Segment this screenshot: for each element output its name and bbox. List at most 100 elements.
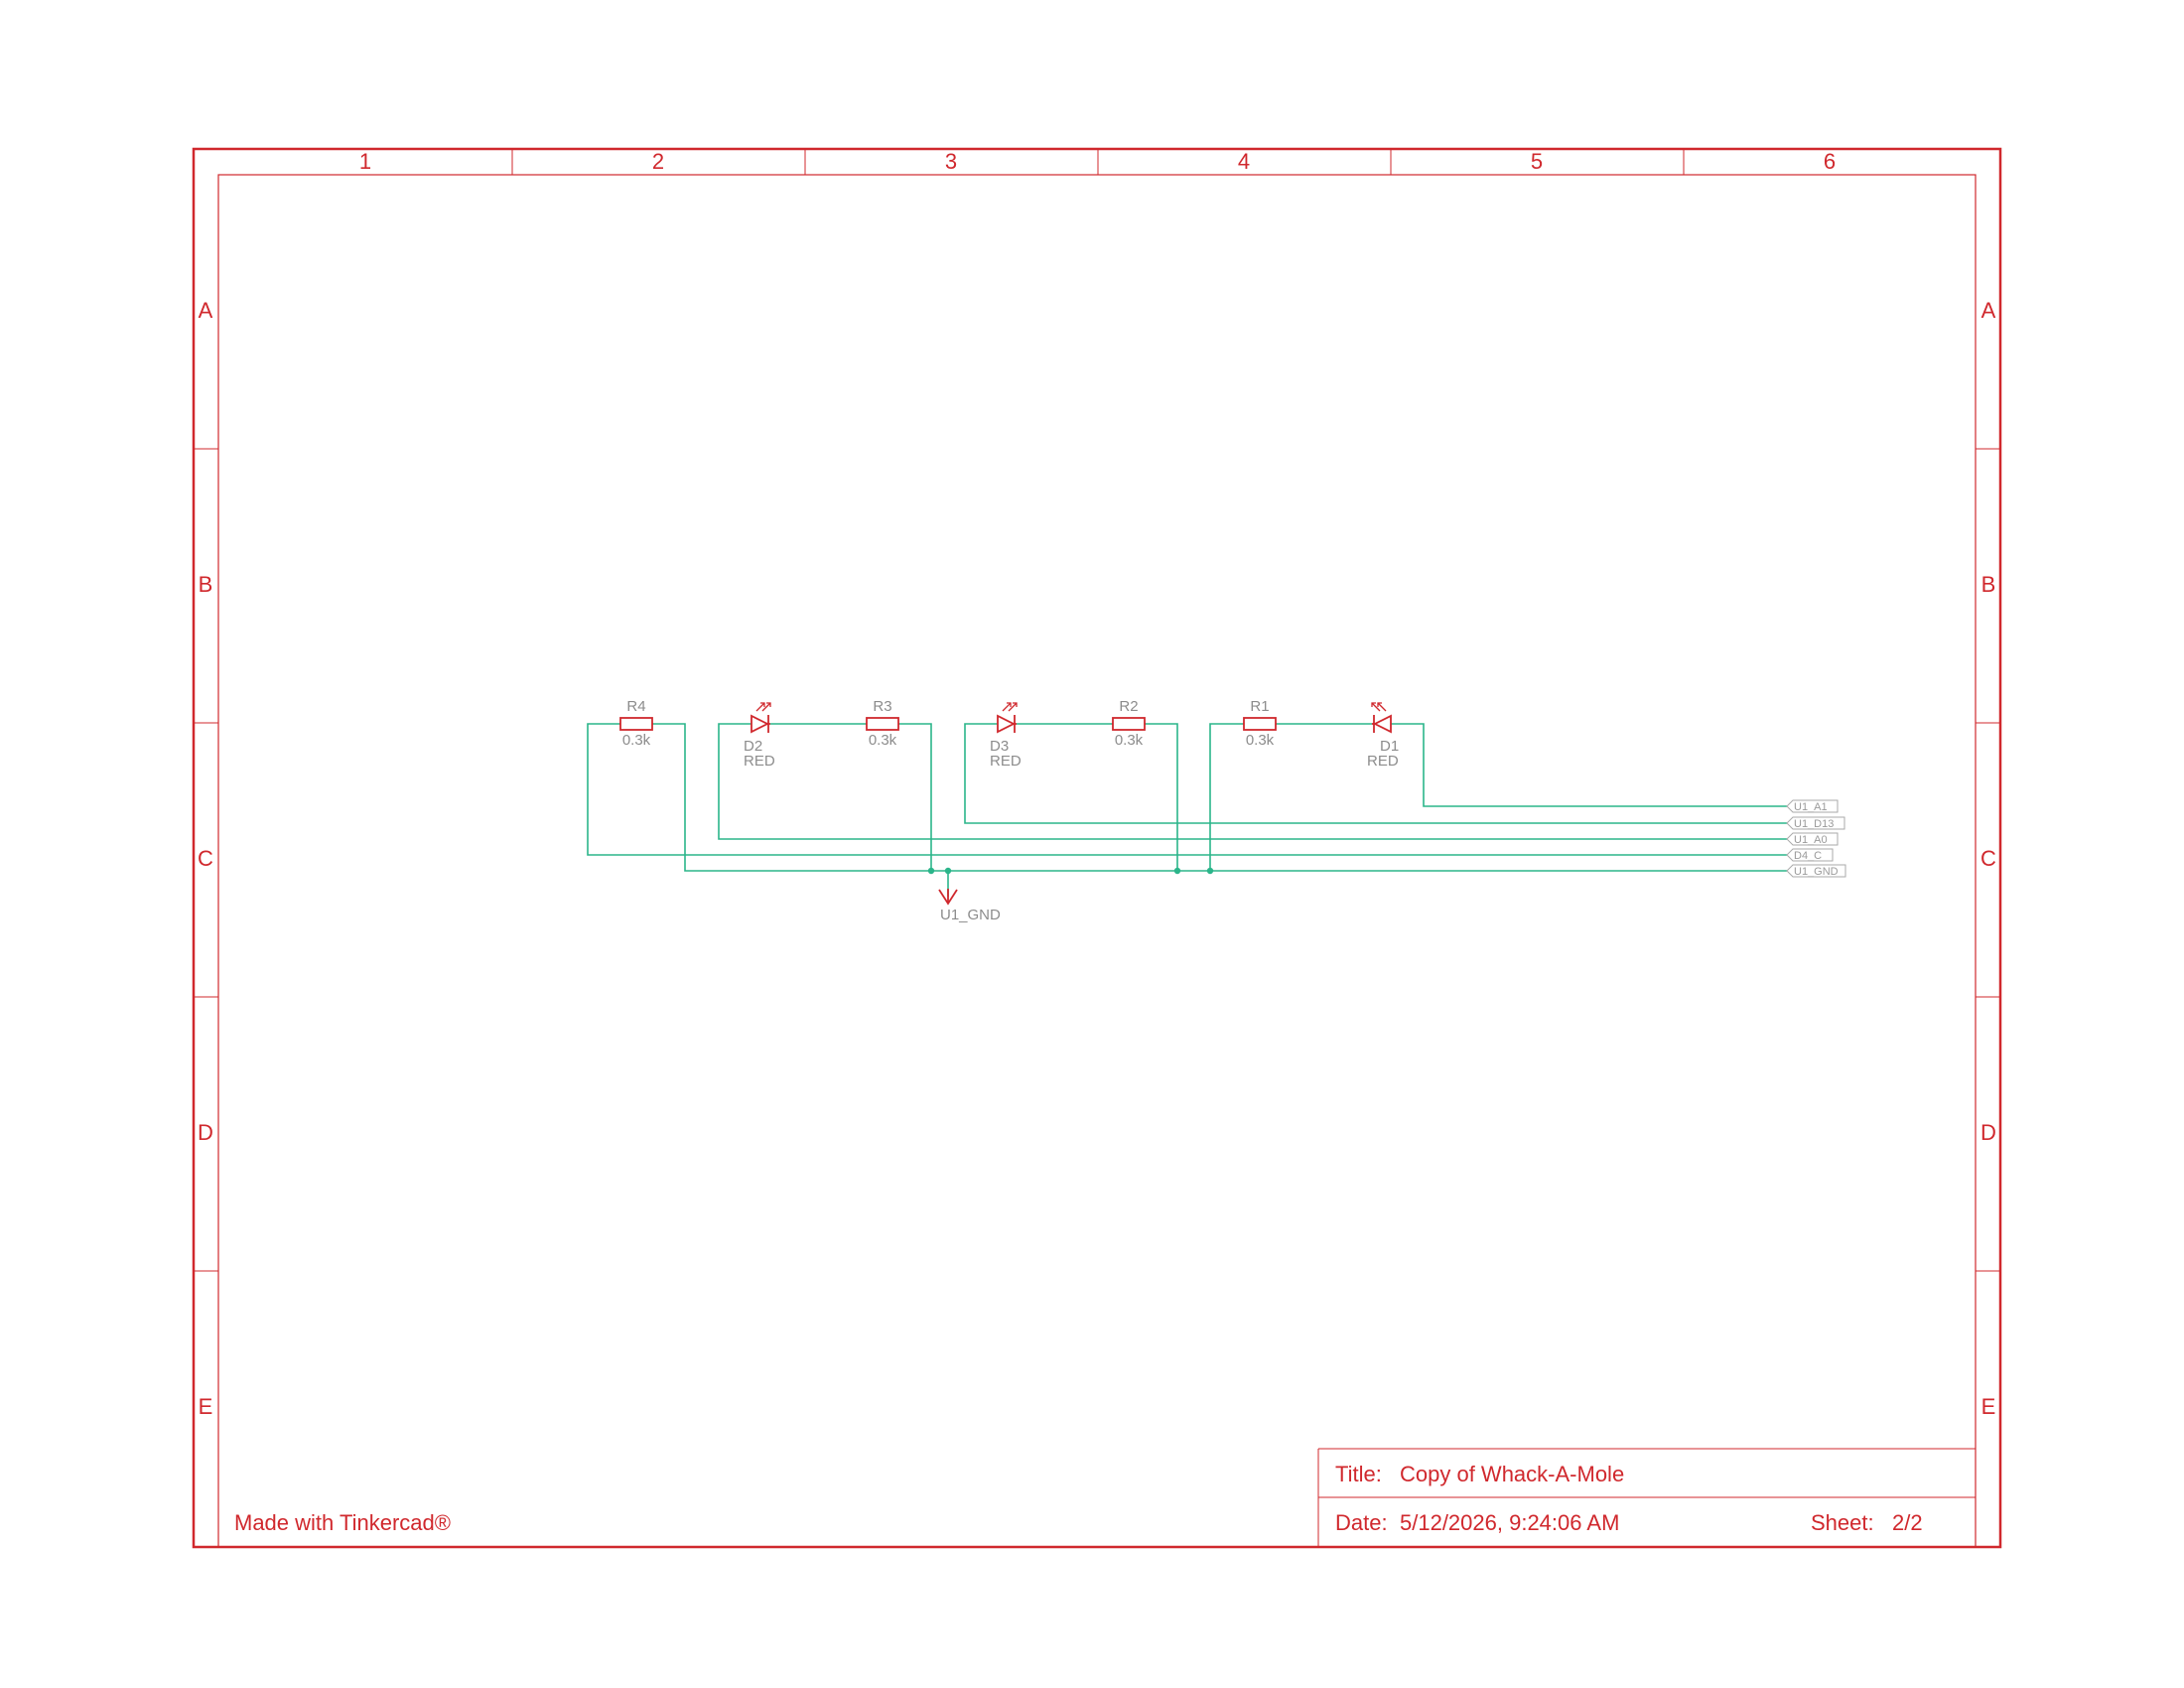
- leds: [751, 702, 1392, 734]
- led-icon: [1372, 714, 1392, 734]
- led-d2: [751, 702, 771, 734]
- wire-a0: [718, 723, 1787, 840]
- column-label: 5: [1531, 149, 1543, 174]
- column-labels: 1 2 3 4 5 6: [359, 149, 1836, 174]
- led-color: RED: [1367, 753, 1399, 770]
- column-label: 3: [945, 149, 957, 174]
- net-port: U1_GND: [1786, 864, 1846, 878]
- row-label: E: [199, 1394, 213, 1419]
- resistor-value: 0.3k: [622, 732, 651, 749]
- row-label: B: [199, 572, 213, 597]
- wire-r3-gnd: [899, 723, 932, 871]
- row-label: C: [198, 846, 213, 871]
- led-d3: [997, 702, 1018, 734]
- junctions: [927, 867, 1214, 875]
- resistor-r3: [866, 717, 899, 731]
- junction-dot: [1206, 867, 1214, 875]
- resistor-value: 0.3k: [869, 732, 897, 749]
- wire-a1: [1391, 723, 1787, 807]
- net-port-tag: [1786, 848, 1834, 862]
- net-port-tag: [1786, 816, 1845, 830]
- led-icon: [997, 714, 1017, 734]
- resistors: [619, 717, 1277, 731]
- resistor-ref: R1: [1250, 698, 1269, 715]
- outer-border: [192, 147, 2002, 1549]
- net-port-label: U1_GND: [1794, 866, 1839, 878]
- resistor-icon: [1243, 717, 1277, 731]
- ground-label: U1_GND: [940, 907, 1001, 923]
- resistor-r2: [1112, 717, 1146, 731]
- resistor-r4: [619, 717, 653, 731]
- row-label: E: [1981, 1394, 1996, 1419]
- row-label: B: [1981, 572, 1996, 597]
- junction-dot: [927, 867, 935, 875]
- row-label: D: [1980, 1120, 1996, 1145]
- wire-r2-gnd: [1146, 723, 1178, 871]
- row-label: C: [1980, 846, 1996, 871]
- resistor-labels: R4 0.3k R3 0.3k R2 0.3k R1 0.3k: [622, 698, 1275, 749]
- title-block: Title: Copy of Whack-A-Mole Date: 5/12/2…: [1317, 1448, 1976, 1547]
- wire-d13: [964, 723, 1787, 824]
- wire-d4c: [587, 723, 1787, 856]
- column-label: 1: [359, 149, 371, 174]
- led-labels: D2 RED D3 RED D1 RED: [744, 738, 1399, 770]
- inner-border: [217, 174, 1977, 1548]
- row-label: A: [1981, 298, 1996, 323]
- net-port-tag: [1786, 832, 1839, 846]
- net-ports: U1_A1 U1_D13 U1_A0 D4_C U1_GND: [1786, 799, 1846, 878]
- light-ray-icon: [1377, 702, 1387, 712]
- wire-gnd-bus: [653, 723, 1787, 872]
- net-port: U1_A0: [1786, 832, 1839, 846]
- led-color: RED: [990, 753, 1022, 770]
- net-port: U1_D13: [1786, 816, 1845, 830]
- junction-dot: [1173, 867, 1181, 875]
- led-color: RED: [744, 753, 775, 770]
- date-label: Date:: [1335, 1510, 1388, 1535]
- resistor-icon: [619, 717, 653, 731]
- resistor-r1: [1243, 717, 1277, 731]
- drawing-title: Copy of Whack-A-Mole: [1400, 1462, 1624, 1486]
- row-labels-right: A B C D E: [1980, 298, 1996, 1419]
- net-port-tag: [1786, 864, 1846, 878]
- led-ref: D3: [990, 738, 1009, 755]
- resistor-ref: R3: [873, 698, 891, 715]
- row-labels-left: A B C D E: [198, 298, 213, 1419]
- resistor-ref: R2: [1119, 698, 1138, 715]
- column-label: 4: [1238, 149, 1250, 174]
- net-port-label: U1_A0: [1794, 834, 1828, 846]
- light-ray-icon: [761, 702, 771, 712]
- row-label: D: [198, 1120, 213, 1145]
- ground-symbol: U1_GND: [938, 889, 1001, 923]
- net-port-label: U1_A1: [1794, 801, 1828, 813]
- led-d1: [1371, 702, 1392, 734]
- net-port: U1_A1: [1786, 799, 1839, 813]
- light-ray-icon: [1371, 702, 1381, 712]
- light-ray-icon: [1008, 702, 1018, 712]
- wire-r1-gnd: [1209, 723, 1243, 871]
- tinkercad-credit: Made with Tinkercad®: [234, 1510, 451, 1535]
- net-port: D4_C: [1786, 848, 1834, 862]
- resistor-ref: R4: [626, 698, 645, 715]
- resistor-value: 0.3k: [1246, 732, 1275, 749]
- resistor-value: 0.3k: [1115, 732, 1144, 749]
- net-port-label: U1_D13: [1794, 818, 1834, 830]
- resistor-icon: [866, 717, 899, 731]
- sheet-label: Sheet:: [1811, 1510, 1874, 1535]
- drawing-date: 5/12/2026, 9:24:06 AM: [1400, 1510, 1619, 1535]
- column-label: 6: [1824, 149, 1836, 174]
- drawing-frame: [192, 147, 2002, 1549]
- net-port-label: D4_C: [1794, 850, 1822, 862]
- led-ref: D2: [744, 738, 762, 755]
- net-port-tag: [1786, 799, 1839, 813]
- led-ref: D1: [1380, 738, 1399, 755]
- column-label: 2: [652, 149, 664, 174]
- title-label: Title:: [1335, 1462, 1382, 1486]
- led-icon: [751, 714, 770, 734]
- row-label: A: [199, 298, 213, 323]
- resistor-icon: [1112, 717, 1146, 731]
- sheet-number: 2/2: [1892, 1510, 1923, 1535]
- junction-dot: [944, 867, 952, 875]
- light-ray-icon: [1002, 702, 1012, 712]
- wires: [587, 723, 1787, 897]
